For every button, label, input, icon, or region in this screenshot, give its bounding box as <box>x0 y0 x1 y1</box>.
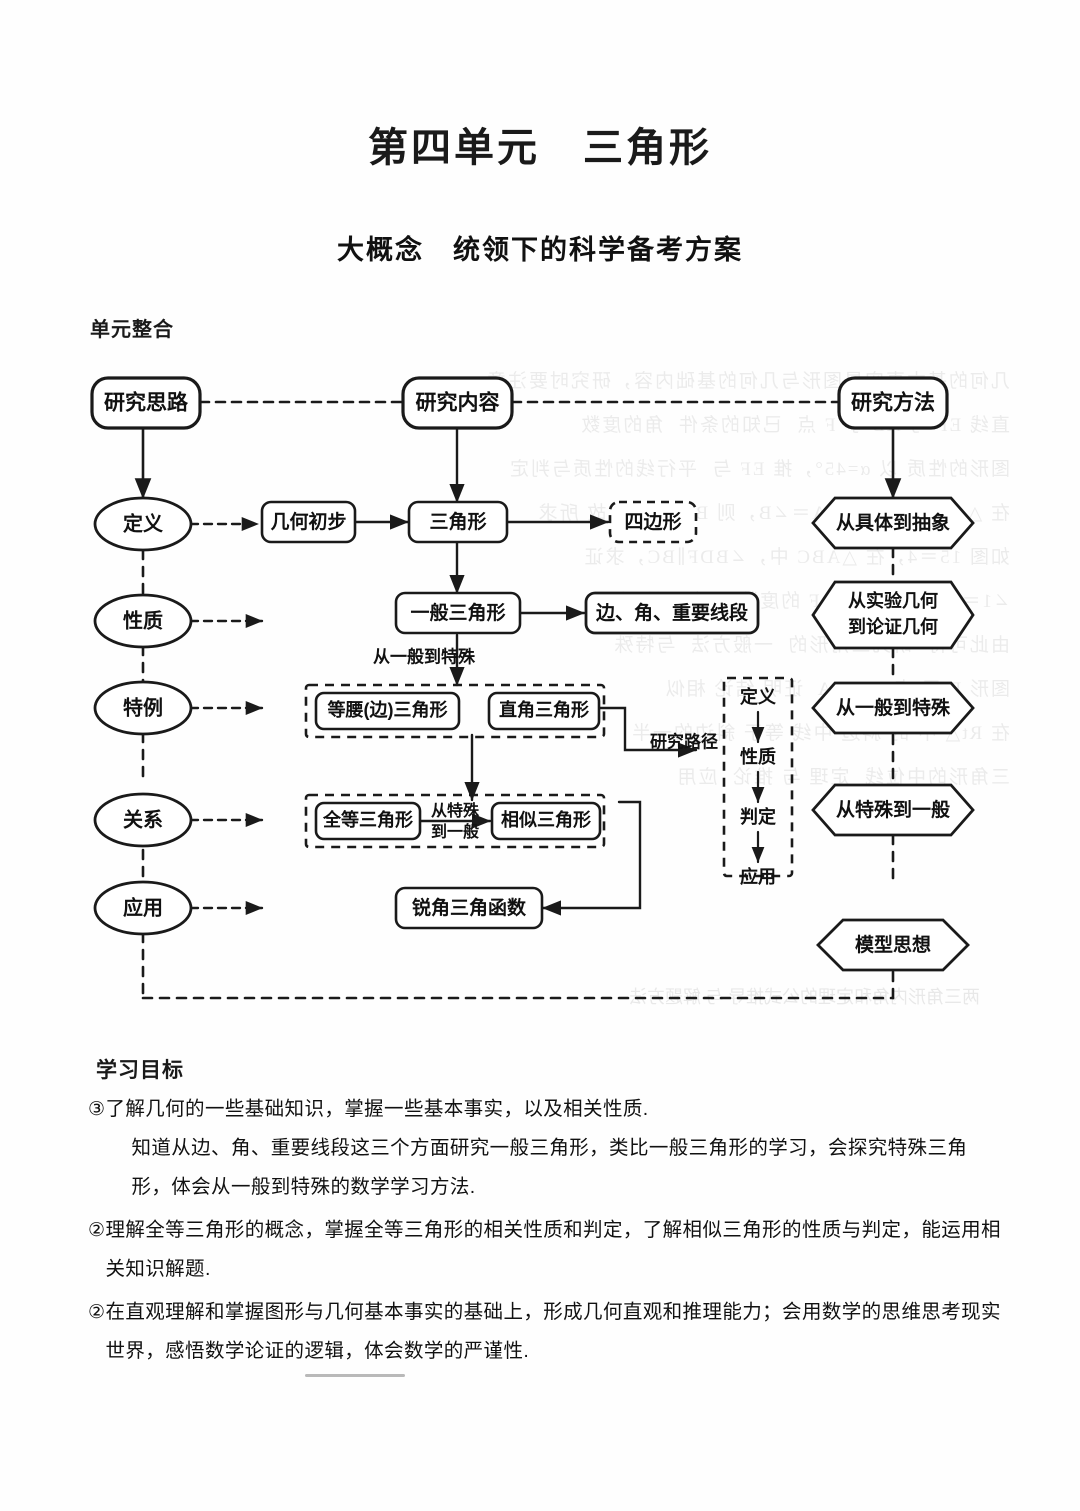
learning-goal-item: ② 理解全等三角形的概念，掌握全等三角形的相关性质和判定，了解相似三角形的性质与… <box>88 1211 1004 1289</box>
node-isosceles-triangle[interactable]: 等腰(边)三角形 <box>314 691 461 731</box>
node-label: 从具体到抽象 <box>836 511 950 534</box>
page-title: 第四单元 三角形 <box>368 126 712 170</box>
goal-text: 了解几何的一些基础知识，掌握一些基本事实，以及相关性质. 知道从边、角、重要线段… <box>105 1090 1004 1207</box>
edge-label-special-to-general-1: 从特殊 <box>431 801 480 820</box>
node-congruent-triangle[interactable]: 全等三角形 <box>314 801 422 841</box>
node-right-triangle[interactable]: 直角三角形 <box>487 691 601 731</box>
node-label-line2: 到论证几何 <box>848 616 938 637</box>
learning-goal-item: ② 在直观理解和掌握图形与几何基本事实的基础上，形成几何直观和推理能力；会用数学… <box>88 1293 1004 1371</box>
node-label: 性质 <box>123 609 163 632</box>
section-label-learning-goals: 学习目标 <box>96 1059 184 1082</box>
congruent-similar-group-box <box>304 793 606 849</box>
node-special-to-general[interactable]: 从特殊到一般 <box>811 783 975 837</box>
page-subtitle: 大概念 统领下的科学备考方案 <box>337 235 743 265</box>
node-label: 一般三角形 <box>410 601 505 624</box>
node-research-approach[interactable]: 研究思路 <box>90 376 202 430</box>
learning-goal-item: ③ 了解几何的一些基础知识，掌握一些基本事实，以及相关性质. 知道从边、角、重要… <box>88 1090 1004 1207</box>
node-general-triangle[interactable]: 一般三角形 <box>394 591 522 635</box>
node-concrete-to-abstract[interactable]: 从具体到抽象 <box>811 496 975 550</box>
node-quadrilateral[interactable]: 四边形 <box>608 500 698 544</box>
bottom-divider <box>305 1374 405 1377</box>
node-label: 从特殊到一般 <box>836 798 950 821</box>
node-label: 锐角三角函数 <box>412 896 527 919</box>
node-experimental-to-deductive-geometry[interactable]: 从实验几何 到论证几何 <box>811 580 975 650</box>
research-path-item-property: 性质 <box>740 746 776 767</box>
node-geometry-basics[interactable]: 几何初步 <box>260 500 357 544</box>
learning-goals-list: ③ 了解几何的一些基础知识，掌握一些基本事实，以及相关性质. 知道从边、角、重要… <box>88 1090 1004 1375</box>
node-label: 几何初步 <box>270 510 346 533</box>
node-label: 研究方法 <box>851 391 935 415</box>
section-label-unit-integration: 单元整合 <box>90 319 174 341</box>
research-path-item-definition: 定义 <box>740 686 776 707</box>
node-special-case[interactable]: 特例 <box>93 680 193 736</box>
node-acute-trig-function[interactable]: 锐角三角函数 <box>394 886 544 930</box>
node-relationship[interactable]: 关系 <box>93 792 193 848</box>
node-label: 研究思路 <box>104 391 189 415</box>
special-triangle-group-box <box>304 683 606 739</box>
node-label: 应用 <box>123 895 163 919</box>
node-side-angle-segment[interactable]: 边、角、重要线段 <box>584 591 760 635</box>
node-label: 等腰(边)三角形 <box>328 699 448 720</box>
node-model-thinking[interactable]: 模型思想 <box>816 918 970 972</box>
node-application[interactable]: 应用 <box>93 880 193 936</box>
goal-text: 理解全等三角形的概念，掌握全等三角形的相关性质和判定，了解相似三角形的性质与判定… <box>105 1219 1001 1280</box>
node-label-line1: 从实验几何 <box>848 590 938 611</box>
node-label: 边、角、重要线段 <box>595 601 749 624</box>
node-label: 关系 <box>123 807 163 831</box>
research-path-item-criterion: 判定 <box>740 806 776 827</box>
dashed-group-boxes <box>304 676 794 878</box>
node-label: 特例 <box>123 695 163 719</box>
node-label: 三角形 <box>429 510 486 533</box>
node-triangle[interactable]: 三角形 <box>407 500 509 544</box>
goal-line-1: 了解几何的一些基础知识，掌握一些基本事实，以及相关性质. <box>105 1098 649 1120</box>
node-label: 研究内容 <box>416 391 500 415</box>
node-general-to-special[interactable]: 从一般到特殊 <box>811 681 975 735</box>
goal-marker: ② <box>88 1302 106 1323</box>
edge-label-special-to-general-2: 到一般 <box>431 822 479 841</box>
node-label: 相似三角形 <box>501 809 591 830</box>
goal-marker: ③ <box>88 1099 106 1120</box>
node-label: 全等三角形 <box>322 809 413 830</box>
research-path-group-box <box>722 676 794 878</box>
node-similar-triangle[interactable]: 相似三角形 <box>490 801 602 841</box>
node-label: 四边形 <box>624 511 681 533</box>
goal-text: 在直观理解和掌握图形与几何基本事实的基础上，形成几何直观和推理能力；会用数学的思… <box>105 1301 1001 1362</box>
node-research-method[interactable]: 研究方法 <box>837 376 949 430</box>
flowchart-edges <box>134 400 902 1000</box>
edge-label-general-to-special: 从一般到特殊 <box>373 646 476 666</box>
research-path-item-application: 应用 <box>740 866 776 887</box>
node-property[interactable]: 性质 <box>93 593 193 649</box>
goal-marker: ② <box>88 1220 106 1241</box>
node-research-content[interactable]: 研究内容 <box>401 376 514 430</box>
goal-line-2: 知道从边、角、重要线段这三个方面研究一般三角形，类比一般三角形的学习，会探究特殊… <box>131 1137 968 1198</box>
node-definition[interactable]: 定义 <box>93 496 193 552</box>
edge-label-research-path: 研究路径 <box>650 731 718 751</box>
node-label: 模型思想 <box>855 933 931 956</box>
node-label: 从一般到特殊 <box>836 696 951 719</box>
node-label: 直角三角形 <box>499 699 589 720</box>
unit-integration-flowchart: 研究思路 研究内容 研究方法 定义 性质 特例 关系 应用 <box>90 376 975 1000</box>
node-label: 定义 <box>123 511 163 535</box>
